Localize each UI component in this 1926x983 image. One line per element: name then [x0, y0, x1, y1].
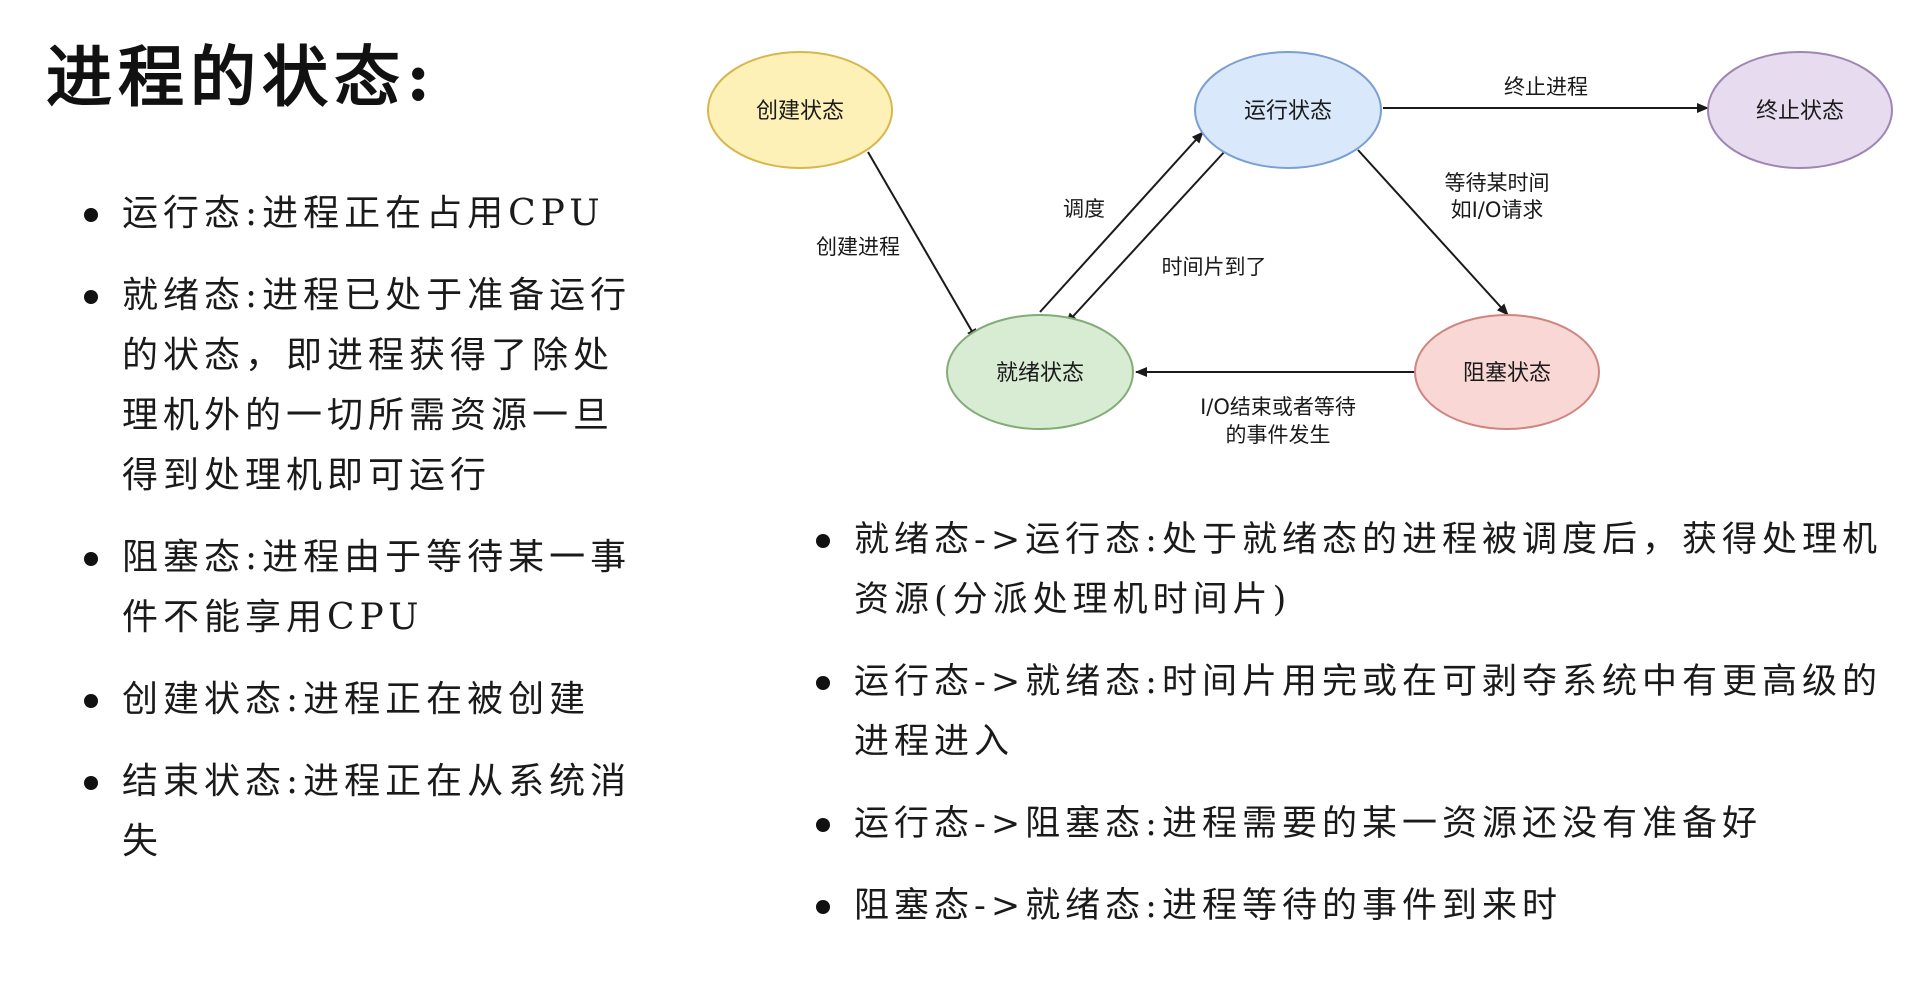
- list-item-blocked-to-ready: 阻塞态->就绪态:进程等待的事件到来时: [808, 876, 1908, 936]
- page-title: 进程的状态:: [46, 38, 437, 116]
- edge-label-io-done-line2: 的事件发生: [1226, 423, 1331, 447]
- list-item-ready-to-running: 就绪态->运行态:处于就绪态的进程被调度后，获得处理机资源(分派处理机时间片): [808, 510, 1908, 630]
- list-item-running-to-blocked: 运行态->阻塞态:进程需要的某一资源还没有准备好: [808, 794, 1908, 854]
- edge-label-wait-line1: 等待某时间: [1445, 171, 1550, 195]
- edge-running-to-blocked: [1357, 149, 1509, 316]
- node-terminated-shape: [1707, 51, 1893, 169]
- list-item-exit: 结束状态:进程正在从系统消失: [80, 752, 640, 872]
- node-blocked-label: 阻塞状态: [1463, 361, 1551, 386]
- node-create-label: 创建状态: [756, 99, 844, 124]
- list-item-ready: 就绪态:进程已处于准备运行的状态，即进程获得了除处理机外的一切所需资源一旦得到处…: [80, 266, 640, 506]
- node-ready-shape: [946, 314, 1134, 430]
- edge-label-dispatch: 调度: [1063, 197, 1105, 221]
- edge-label-create-process: 创建进程: [816, 235, 900, 259]
- list-item-running: 运行态:进程正在占用CPU: [80, 184, 640, 244]
- edge-create-to-ready: [867, 151, 978, 341]
- state-definition-list: 运行态:进程正在占用CPU 就绪态:进程已处于准备运行的状态，即进程获得了除处理…: [80, 184, 640, 894]
- node-running: 运行状态: [1194, 51, 1382, 169]
- transition-list: 就绪态->运行态:处于就绪态的进程被调度后，获得处理机资源(分派处理机时间片) …: [808, 510, 1908, 958]
- edge-label-wait-line2: 如I/O请求: [1451, 198, 1544, 222]
- node-terminated: 终止状态: [1707, 51, 1893, 169]
- node-create: 创建状态: [707, 51, 893, 169]
- edge-label-io-done-line1: I/O结束或者等待: [1200, 395, 1356, 419]
- edge-ready-to-running: [1039, 131, 1204, 313]
- state-transition-diagram: 创建状态 运行状态 终止状态 就绪状态 阻塞状态 终止进程 创建进程 调度 时间…: [707, 51, 1893, 447]
- edge-label-terminate: 终止进程: [1504, 75, 1588, 99]
- node-ready: 就绪状态: [946, 314, 1134, 430]
- list-item-running-to-ready: 运行态->就绪态:时间片用完或在可剥夺系统中有更高级的进程进入: [808, 652, 1908, 772]
- node-blocked: 阻塞状态: [1414, 314, 1600, 430]
- node-terminated-label: 终止状态: [1756, 99, 1844, 124]
- edge-label-timeout: 时间片到了: [1162, 255, 1267, 279]
- node-ready-label: 就绪状态: [996, 361, 1084, 386]
- list-item-create: 创建状态:进程正在被创建: [80, 670, 640, 730]
- edge-running-to-ready: [1065, 149, 1227, 325]
- node-create-shape: [707, 51, 893, 169]
- node-running-shape: [1194, 51, 1382, 169]
- node-blocked-shape: [1414, 314, 1600, 430]
- node-running-label: 运行状态: [1244, 99, 1332, 124]
- list-item-blocked: 阻塞态:进程由于等待某一事件不能享用CPU: [80, 528, 640, 648]
